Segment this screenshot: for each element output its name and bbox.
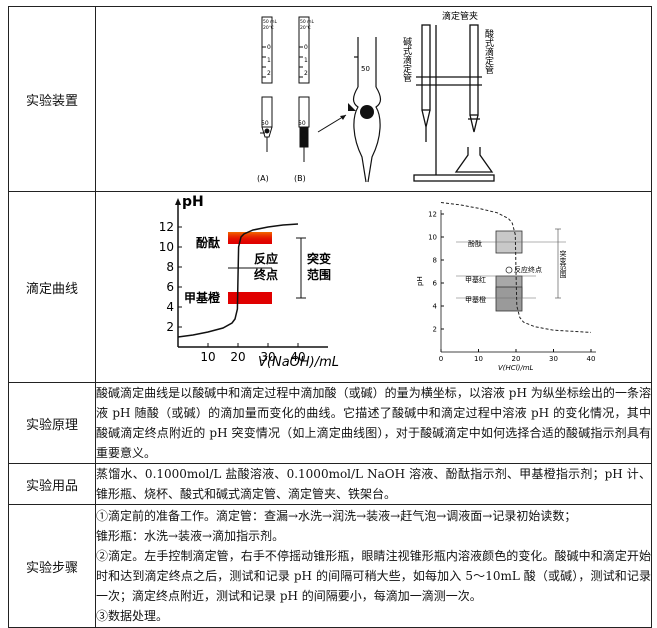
tube-a-mark-1: 1 <box>267 57 271 64</box>
label-a: (A) <box>257 174 269 183</box>
left-y-axis-label: pH <box>182 194 204 210</box>
left-endpoint-label-1: 反应 <box>254 251 278 266</box>
left-x-tick-label: 40 <box>290 350 305 364</box>
right-x-tick-label: 10 <box>474 355 483 363</box>
tube-a-mark-temp: 20℃ <box>263 25 274 31</box>
right-x-tick-label: 20 <box>512 355 521 363</box>
left-y-tick-label: 4 <box>166 300 174 314</box>
right-phenolphthalein-label: 酚酞 <box>468 239 482 248</box>
tube-a-mark-2: 2 <box>267 70 271 77</box>
row-apparatus: 实验装置 50 mL 20℃ 0 1 2 <box>8 6 652 192</box>
row-supplies: 实验用品 蒸馏水、0.1000mol/L 盐酸溶液、0.1000mol/L Na… <box>8 463 652 505</box>
clamp-label: 滴定管夹 <box>442 10 478 22</box>
principle-text: 酸碱滴定曲线是以酸碱中和滴定过程中滴加酸（或碱）的量为横坐标，以溶液 pH 为纵… <box>95 382 652 464</box>
iron-stand <box>413 24 495 182</box>
right-jump-label: 突变范围 <box>559 249 567 279</box>
alkali-burette-label: 碱式滴定管 <box>401 37 412 82</box>
step-3: ③数据处理。 <box>96 609 169 623</box>
right-x-tick-label: 0 <box>439 355 443 363</box>
label-b: (B) <box>294 174 306 183</box>
right-y-tick-label: 2 <box>433 325 437 333</box>
left-y-tick-label: 6 <box>166 280 174 294</box>
zoom-rubber-tube <box>352 37 382 183</box>
steps-cell: ①滴定前的准备工作。滴定管：查漏→水洗→润洗→装液→赶气泡→调液面→记录初始读数… <box>95 504 652 628</box>
left-y-tick-label: 12 <box>159 220 174 234</box>
left-chart: pH V(NaOH)/mL 2 4 6 8 10 12 10 20 30 40 酚酞 <box>159 194 339 370</box>
right-y-tick-label: 4 <box>433 302 438 310</box>
right-chart: pH V(HCl)/mL 2 4 6 8 10 12 0 10 20 30 40 酚酞 甲基红 甲… <box>416 202 596 372</box>
apparatus-figure: 50 mL 20℃ 0 1 2 50 (A) <box>257 10 495 183</box>
right-methyl-orange-box <box>495 286 523 312</box>
right-y-tick-label: 10 <box>428 233 437 241</box>
right-x-axis-label: V(HCl)/mL <box>498 364 534 372</box>
apparatus-cell: 50 mL 20℃ 0 1 2 50 (A) <box>95 6 652 192</box>
zoom-mark: 50 <box>361 65 370 73</box>
tube-b-bottom-mark: 50 <box>298 120 306 127</box>
left-y-tick-label: 10 <box>159 240 174 254</box>
left-methyl-orange-label: 甲基橙 <box>184 290 221 305</box>
right-y-tick-label: 12 <box>428 210 437 218</box>
left-y-tick-label: 2 <box>166 320 174 334</box>
experiment-table: 实验装置 50 mL 20℃ 0 1 2 <box>8 6 652 628</box>
step-1b: 锥形瓶：水洗→装液→滴加指示剂。 <box>96 529 285 543</box>
left-x-tick-label: 30 <box>260 350 275 364</box>
right-x-tick-label: 40 <box>587 355 596 363</box>
glass-bead <box>360 105 374 119</box>
row-label-principle: 实验原理 <box>8 382 96 464</box>
burette-b-top <box>298 16 310 84</box>
burette-b-bottom <box>298 96 310 162</box>
burette-a-top <box>261 16 273 84</box>
row-label-apparatus: 实验装置 <box>8 6 96 192</box>
right-titration-curve <box>440 202 592 333</box>
tube-b-mark-temp: 20℃ <box>300 25 311 31</box>
zoom-arrow <box>317 114 347 133</box>
left-x-axis-label: V(NaOH)/mL <box>258 355 339 370</box>
left-y-tick-label: 8 <box>166 260 174 274</box>
left-jump-label-1: 突变 <box>307 251 331 266</box>
tube-b-mark-0: 0 <box>304 44 308 51</box>
row-label-curve: 滴定曲线 <box>8 191 96 383</box>
supplies-text: 蒸馏水、0.1000mol/L 盐酸溶液、0.1000mol/L NaOH 溶液… <box>95 463 652 505</box>
left-endpoint-label-2: 终点 <box>254 267 278 282</box>
right-endpoint-label: 反应终点 <box>514 265 542 274</box>
row-label-supplies: 实验用品 <box>8 463 96 505</box>
left-phenolphthalein-label: 酚酞 <box>196 235 220 250</box>
right-endpoint-marker <box>505 266 513 274</box>
tube-a-mark-0: 0 <box>267 44 271 51</box>
tube-a-bottom-mark: 50 <box>261 120 269 127</box>
row-label-steps: 实验步骤 <box>8 504 96 628</box>
right-y-tick-label: 8 <box>433 256 437 264</box>
tube-a-mark-volume: 50 mL <box>263 19 278 25</box>
step-2: ②滴定。左手控制滴定管，右手不停摇动锥形瓶，眼睛注视锥形瓶内溶液颜色的变化。酸碱… <box>96 549 651 603</box>
right-methyl-orange-label: 甲基橙 <box>465 295 486 304</box>
tube-b-mark-1: 1 <box>304 57 308 64</box>
right-y-axis-label: pH <box>416 276 424 286</box>
tube-b-mark-2: 2 <box>304 70 308 77</box>
methyl-orange-band <box>228 292 272 304</box>
right-y-tick-label: 6 <box>433 279 438 287</box>
tube-b-mark-volume: 50 mL <box>300 19 315 25</box>
row-principle: 实验原理 酸碱滴定曲线是以酸碱中和滴定过程中滴加酸（或碱）的量为横坐标，以溶液 … <box>8 382 652 464</box>
step-1: ①滴定前的准备工作。滴定管：查漏→水洗→润洗→装液→赶气泡→调液面→记录初始读数… <box>96 509 577 523</box>
left-jump-label-2: 范围 <box>307 267 331 282</box>
row-steps: 实验步骤 ①滴定前的准备工作。滴定管：查漏→水洗→润洗→装液→赶气泡→调液面→记… <box>8 504 652 628</box>
right-methyl-red-label: 甲基红 <box>465 275 486 284</box>
left-x-tick-label: 10 <box>200 350 215 364</box>
burette-a-bottom <box>260 96 273 152</box>
right-x-tick-label: 30 <box>549 355 558 363</box>
acid-burette-label: 酸式滴定管 <box>483 29 494 74</box>
left-titration-curve <box>177 223 299 338</box>
left-x-tick-label: 20 <box>230 350 245 364</box>
